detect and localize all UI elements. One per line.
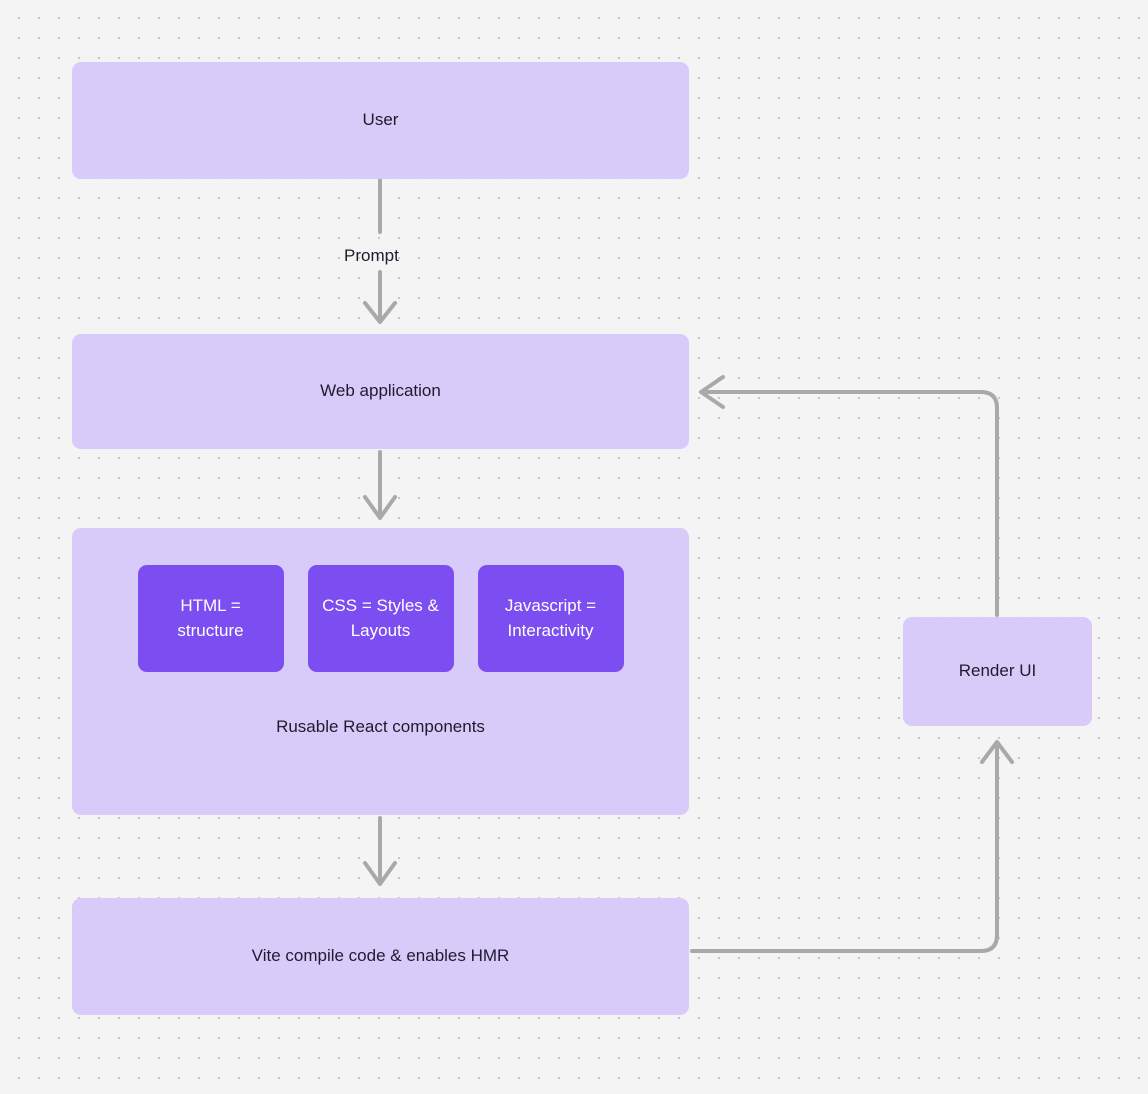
subnode-css-label: CSS = Styles & Layouts	[322, 595, 439, 640]
subnode-css[interactable]: CSS = Styles & Layouts	[307, 565, 454, 672]
subnode-javascript[interactable]: Javascript = Interactivity	[477, 565, 624, 672]
node-render-ui-label: Render UI	[958, 661, 1037, 681]
components-caption: Rusable React components	[276, 717, 485, 736]
subnode-javascript-label: Javascript = Interactivity	[504, 595, 597, 640]
node-web-application[interactable]: Web application	[72, 334, 689, 449]
node-vite-label: Vite compile code & enables HMR	[251, 946, 510, 966]
edge-render-to-webapp	[699, 375, 999, 617]
subnode-html-label: HTML = structure	[177, 595, 244, 640]
edge-vite-to-render	[690, 740, 1014, 953]
subnode-html[interactable]: HTML = structure	[137, 565, 284, 672]
edge-webapp-to-components	[363, 450, 397, 520]
node-user-label: User	[362, 110, 399, 130]
edge-label-prompt: Prompt	[344, 246, 399, 265]
node-user[interactable]: User	[72, 62, 689, 179]
node-components-group[interactable]: HTML = structure CSS = Styles & Layouts …	[72, 528, 689, 815]
subnode-row: HTML = structure CSS = Styles & Layouts …	[72, 565, 689, 672]
node-web-application-label: Web application	[320, 381, 441, 401]
node-render-ui[interactable]: Render UI	[903, 617, 1092, 726]
node-vite[interactable]: Vite compile code & enables HMR	[72, 898, 689, 1015]
edge-components-to-vite	[363, 816, 397, 886]
